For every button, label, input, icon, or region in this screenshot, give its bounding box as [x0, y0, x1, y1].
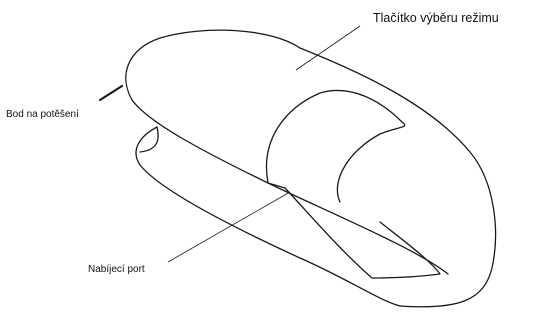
hotspot-label: Bod na potěšení: [6, 109, 79, 120]
upper-shell: [125, 29, 449, 275]
button-recess: [265, 89, 403, 184]
port-slot: [284, 187, 441, 279]
hotspot-leader: [98, 84, 124, 102]
lower-shell: [135, 126, 401, 307]
lower-fold: [139, 126, 159, 153]
inner-groove: [336, 121, 406, 203]
charging-port-leader: [167, 191, 291, 263]
mode-button-leader: [295, 25, 361, 71]
top-ridge: [299, 47, 497, 308]
device-outline: [125, 29, 497, 308]
mode-button-label: Tlačítko výběru režimu: [373, 11, 499, 25]
port-slot-edge: [267, 182, 286, 189]
charging-port-label: Nabíjecí port: [88, 264, 145, 275]
